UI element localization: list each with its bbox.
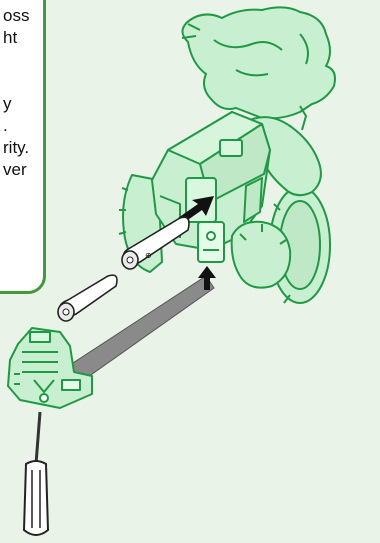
callout-line-7: rity. [3,138,30,157]
screwdriver-icon [22,411,50,536]
callout-line-8: ver [3,160,27,179]
callout-line-1: oss [3,6,30,25]
creature [181,6,336,120]
callout-line-2: ht [3,28,18,47]
callout-text: oss ht y . rity. ver [3,5,43,181]
instruction-callout: oss ht y . rity. ver [0,0,46,294]
battery-bottom [57,274,118,322]
insert-arrow [178,196,214,224]
up-arrow [198,266,216,290]
battery-compartment [197,221,225,263]
chassis [151,111,271,251]
svg-text:⊕: ⊕ [145,251,152,260]
battery-cover [7,327,93,409]
wheel-front [230,220,292,289]
callout-line-6: . [3,116,8,135]
battery-top: ⊕ [121,216,190,270]
callout-line-5: y [3,94,12,113]
